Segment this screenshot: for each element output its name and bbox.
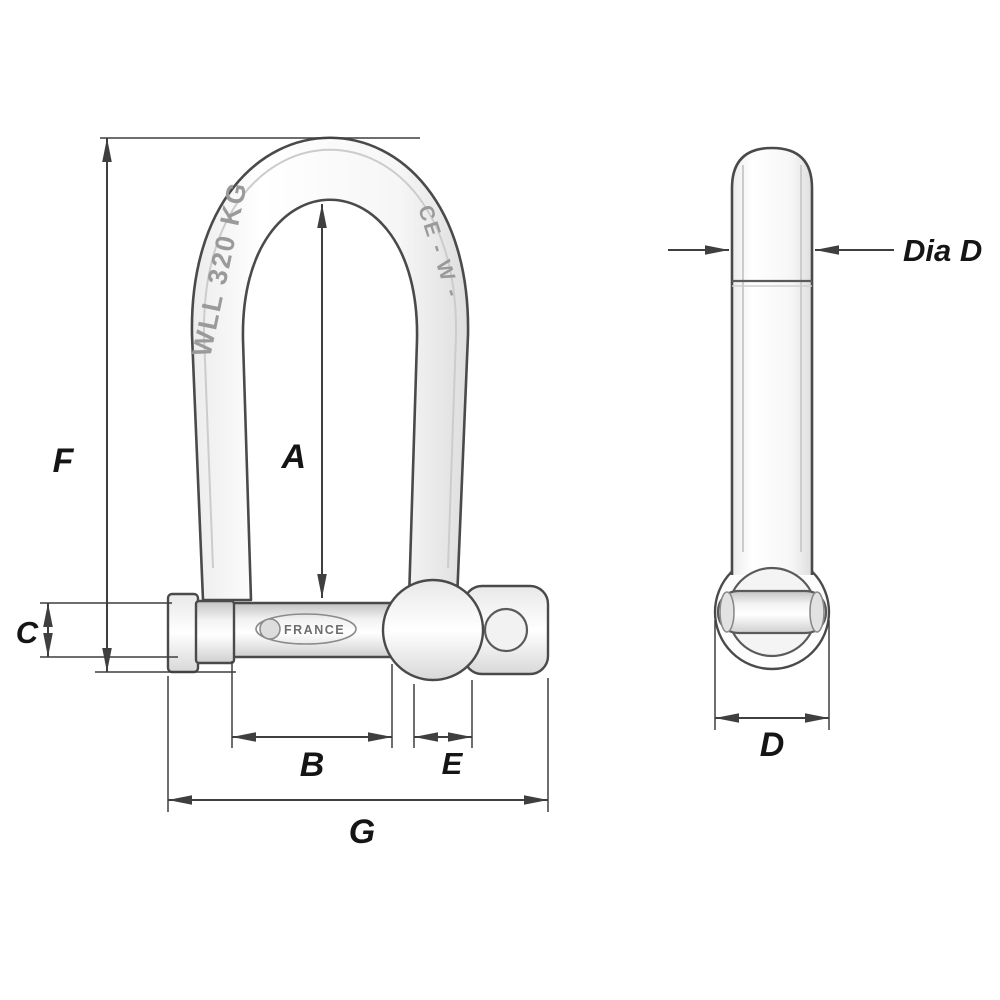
dimension-label-a: A [280,438,306,476]
pin-brand-oval [255,613,357,645]
pin-brand-text: FRANCE [284,623,345,637]
front-view-dimensions: F A C B E G [16,137,549,851]
shackle-right-eye-boss [381,578,485,682]
shackle-front-view: WLL 320 KG CE - W - FRANCE F A [16,136,550,851]
pin-brand-logo-icon [259,618,281,640]
shackle-bow [190,136,470,602]
pin-hex-head-hole [483,607,529,653]
shackle-side-view: Dia D D [668,146,982,764]
side-pin-cross-bar [716,589,828,635]
side-pin-shaft [730,146,814,575]
dimension-label-dia-d: Dia D [903,233,982,268]
cross-bar-end-right [809,591,825,633]
dimension-label-f: F [53,442,75,480]
side-view-dimensions: Dia D D [668,233,982,764]
pin-collar-flange [166,592,200,674]
dimension-label-g: G [349,813,375,851]
pin-collar-step [194,599,236,665]
dimension-label-b: B [300,746,325,784]
bow-highlight-line [202,148,458,569]
dimension-label-d: D [760,726,785,764]
dimension-label-c: C [16,615,39,650]
dimension-label-e: E [442,746,464,781]
cross-bar-end-left [719,591,735,633]
